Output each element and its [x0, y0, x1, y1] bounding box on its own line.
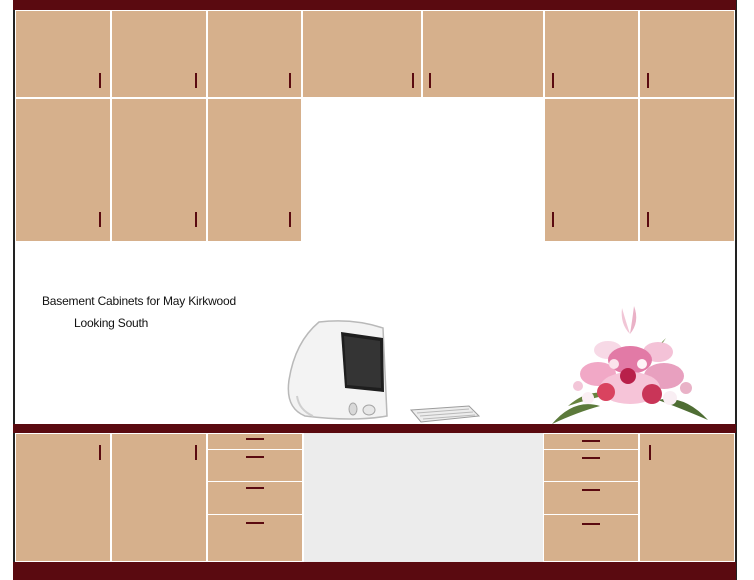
upper-door-7	[639, 10, 735, 98]
drawer-pull	[582, 440, 600, 442]
drawer-divider	[208, 481, 302, 482]
flower-bouquet-illustration	[552, 306, 708, 424]
drawing-subtitle: Looking South	[74, 316, 149, 330]
lower-door-3	[639, 433, 735, 562]
drawer-pull	[246, 487, 264, 489]
drawer-divider	[208, 449, 302, 450]
imac-icon	[287, 320, 388, 420]
door-handle	[647, 212, 649, 227]
upper-door-6	[544, 10, 639, 98]
countertop	[13, 424, 736, 433]
upper-door-12	[639, 98, 735, 242]
drawer-pull	[582, 489, 600, 491]
computer-illustration	[287, 320, 481, 423]
upper-door-5	[422, 10, 544, 98]
drawer-divider	[544, 514, 638, 515]
upper-door-11	[544, 98, 639, 242]
door-handle	[195, 73, 197, 88]
door-handle	[99, 73, 101, 88]
door-handle	[289, 212, 291, 227]
door-handle	[649, 445, 651, 460]
upper-door-2	[111, 10, 207, 98]
upper-door-8	[15, 98, 111, 242]
drawer-divider	[544, 449, 638, 450]
door-handle	[195, 445, 197, 460]
drawer-pull	[246, 438, 264, 440]
drawer-stack-right	[543, 433, 639, 562]
upper-door-9	[111, 98, 207, 242]
door-handle	[195, 212, 197, 227]
door-handle	[99, 445, 101, 460]
drawer-pull	[246, 522, 264, 524]
right-frame-line	[735, 0, 737, 580]
drawing-title: Basement Cabinets for May Kirkwood	[42, 294, 236, 308]
drawer-stack-left	[207, 433, 303, 562]
drawer-divider	[544, 481, 638, 482]
keyboard-icon	[409, 405, 481, 423]
door-handle	[647, 73, 649, 88]
top-crown-trim	[13, 0, 736, 10]
open-knee-space	[304, 433, 543, 562]
door-handle	[412, 73, 414, 88]
lower-door-2	[111, 433, 207, 562]
drawer-pull	[582, 457, 600, 459]
upper-door-3	[207, 10, 302, 98]
drawer-pull	[246, 456, 264, 458]
flowers	[573, 306, 692, 405]
door-handle	[99, 212, 101, 227]
door-handle	[289, 73, 291, 88]
door-handle	[552, 73, 554, 88]
drawer-pull	[582, 523, 600, 525]
upper-door-10	[207, 98, 302, 242]
lower-door-1	[15, 433, 111, 562]
toe-kick	[13, 562, 736, 580]
upper-door-1	[15, 10, 111, 98]
door-handle	[552, 212, 554, 227]
door-handle	[429, 73, 431, 88]
drawer-divider	[208, 514, 302, 515]
left-frame-line	[13, 0, 15, 580]
upper-door-4	[302, 10, 422, 98]
